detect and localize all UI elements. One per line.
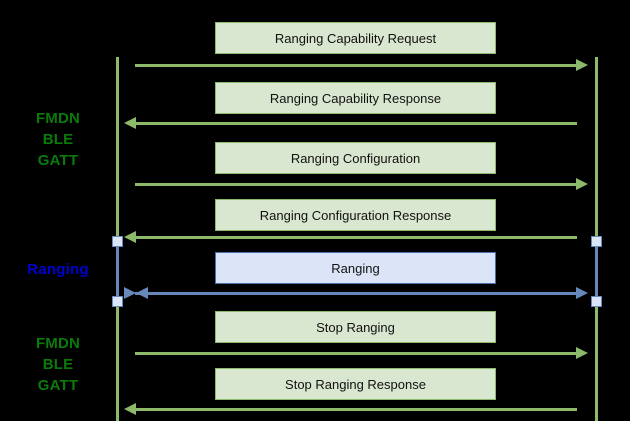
message-ranging-capability-response-arrow bbox=[124, 117, 577, 129]
message-stop-ranging-response-arrow bbox=[124, 403, 577, 415]
message-ranging-configuration-arrowhead-right bbox=[576, 178, 588, 190]
message-ranging[interactable]: Ranging bbox=[215, 252, 496, 284]
activation-right-bar bbox=[595, 241, 598, 301]
message-ranging-capability-response-arrowhead-left bbox=[124, 117, 136, 129]
message-stop-ranging[interactable]: Stop Ranging bbox=[215, 311, 496, 343]
message-ranging-capability-response-label: Ranging Capability Response bbox=[269, 90, 442, 106]
message-ranging-capability-request-arrowhead-right bbox=[576, 59, 588, 71]
message-ranging-configuration[interactable]: Ranging Configuration bbox=[215, 142, 496, 174]
message-ranging-configuration-response-label: Ranging Configuration Response bbox=[259, 207, 452, 223]
phase-label-fmdn-bottom: FMDN BLE GATT bbox=[35, 335, 81, 394]
phase-label-fmdn-top: FMDN BLE GATT bbox=[35, 110, 81, 169]
message-stop-ranging-label: Stop Ranging bbox=[316, 319, 395, 335]
message-ranging-capability-request-label: Ranging Capability Request bbox=[274, 30, 437, 46]
message-ranging-arrowhead-right bbox=[576, 287, 588, 299]
message-ranging-capability-response[interactable]: Ranging Capability Response bbox=[215, 82, 496, 114]
message-ranging-arrow bbox=[124, 287, 588, 299]
message-ranging-configuration-label: Ranging Configuration bbox=[290, 150, 421, 166]
message-ranging-label: Ranging bbox=[331, 260, 380, 276]
message-ranging-configuration-response[interactable]: Ranging Configuration Response bbox=[215, 199, 496, 231]
message-ranging-capability-request[interactable]: Ranging Capability Request bbox=[215, 22, 496, 54]
activation-left-bar bbox=[116, 241, 119, 301]
activation-left-node-end bbox=[112, 296, 123, 307]
activation-left-node-start bbox=[112, 236, 123, 247]
activation-right-node-end bbox=[591, 296, 602, 307]
message-ranging-configuration-response-arrow bbox=[124, 231, 577, 243]
activation-right-node-start bbox=[591, 236, 602, 247]
message-ranging-arrowhead-left bbox=[124, 287, 148, 299]
message-stop-ranging-response[interactable]: Stop Ranging Response bbox=[215, 368, 496, 400]
message-stop-ranging-response-arrowhead-left bbox=[124, 403, 136, 415]
message-stop-ranging-arrow bbox=[135, 347, 588, 359]
message-stop-ranging-arrowhead-right bbox=[576, 347, 588, 359]
message-ranging-configuration-response-arrowhead-left bbox=[124, 231, 136, 243]
message-ranging-configuration-arrow bbox=[135, 178, 588, 190]
phase-label-ranging: Ranging bbox=[27, 261, 89, 278]
message-ranging-capability-request-arrow bbox=[135, 59, 588, 71]
message-stop-ranging-response-label: Stop Ranging Response bbox=[285, 376, 426, 392]
